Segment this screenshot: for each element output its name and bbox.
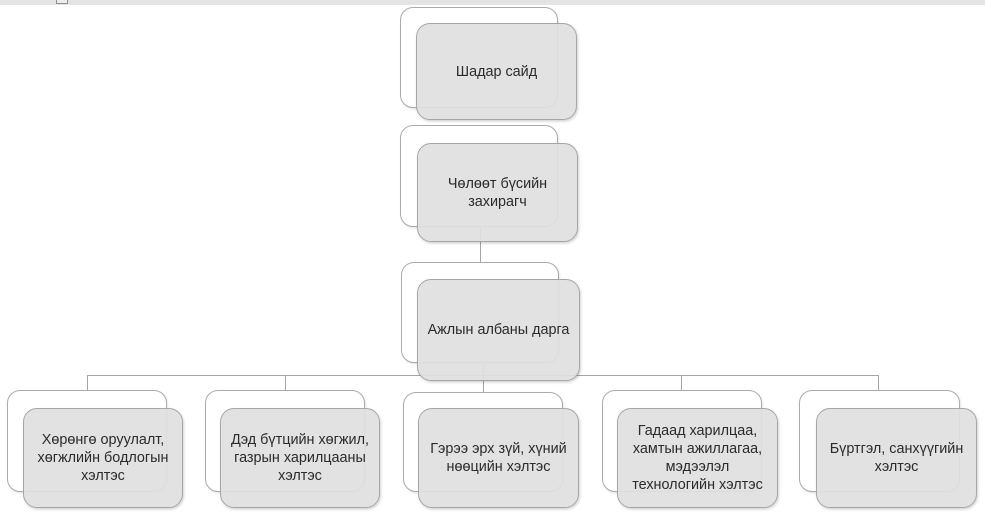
node-registration-finance-dept-label: Бүртгэл, санхүүгийн хэлтэс	[829, 441, 964, 475]
connector-governor-to-chief	[480, 228, 481, 264]
node-shadar-said-label: Шадар сайд	[455, 63, 538, 80]
node-legal-hr-dept[interactable]: Гэрээ эрх зүй, хүний нөөцийн хэлтэс	[418, 408, 579, 508]
node-infrastructure-dept[interactable]: Дэд бүтцийн хөгжил, газрын харилцааны хэ…	[220, 408, 380, 508]
connector-stub-dept-2	[285, 375, 286, 391]
connector-stub-dept-1	[87, 375, 88, 391]
top-band	[0, 0, 985, 5]
node-free-zone-governor-label: Чөлөөт бүсийн захирагч	[447, 175, 548, 210]
node-infrastructure-dept-label: Дэд бүтцийн хөгжил, газрын харилцааны хэ…	[231, 432, 369, 484]
node-shadar-said[interactable]: Шадар сайд	[416, 23, 577, 120]
resize-handle[interactable]	[56, 0, 68, 4]
connector-stub-dept-5	[878, 375, 879, 392]
node-foreign-relations-dept[interactable]: Гадаад харилцаа, хамтын ажиллагаа, мэдээ…	[617, 408, 778, 508]
node-chief-of-staff[interactable]: Ажлын албаны дарга	[417, 279, 580, 381]
node-registration-finance-dept[interactable]: Бүртгэл, санхүүгийн хэлтэс	[816, 408, 977, 508]
node-investment-dept[interactable]: Хөрөнгө оруулалт, хөгжлийн бодлогын хэлт…	[23, 408, 183, 508]
node-chief-of-staff-label: Ажлын албаны дарга	[427, 322, 570, 338]
node-free-zone-governor[interactable]: Чөлөөт бүсийн захирагч	[417, 143, 578, 242]
node-legal-hr-dept-label: Гэрээ эрх зүй, хүний нөөцийн хэлтэс	[430, 441, 567, 475]
connector-stub-dept-4	[681, 375, 682, 391]
node-foreign-relations-dept-label: Гадаад харилцаа, хамтын ажиллагаа, мэдээ…	[632, 423, 763, 493]
node-investment-dept-label: Хөрөнгө оруулалт, хөгжлийн бодлогын хэлт…	[37, 432, 169, 484]
